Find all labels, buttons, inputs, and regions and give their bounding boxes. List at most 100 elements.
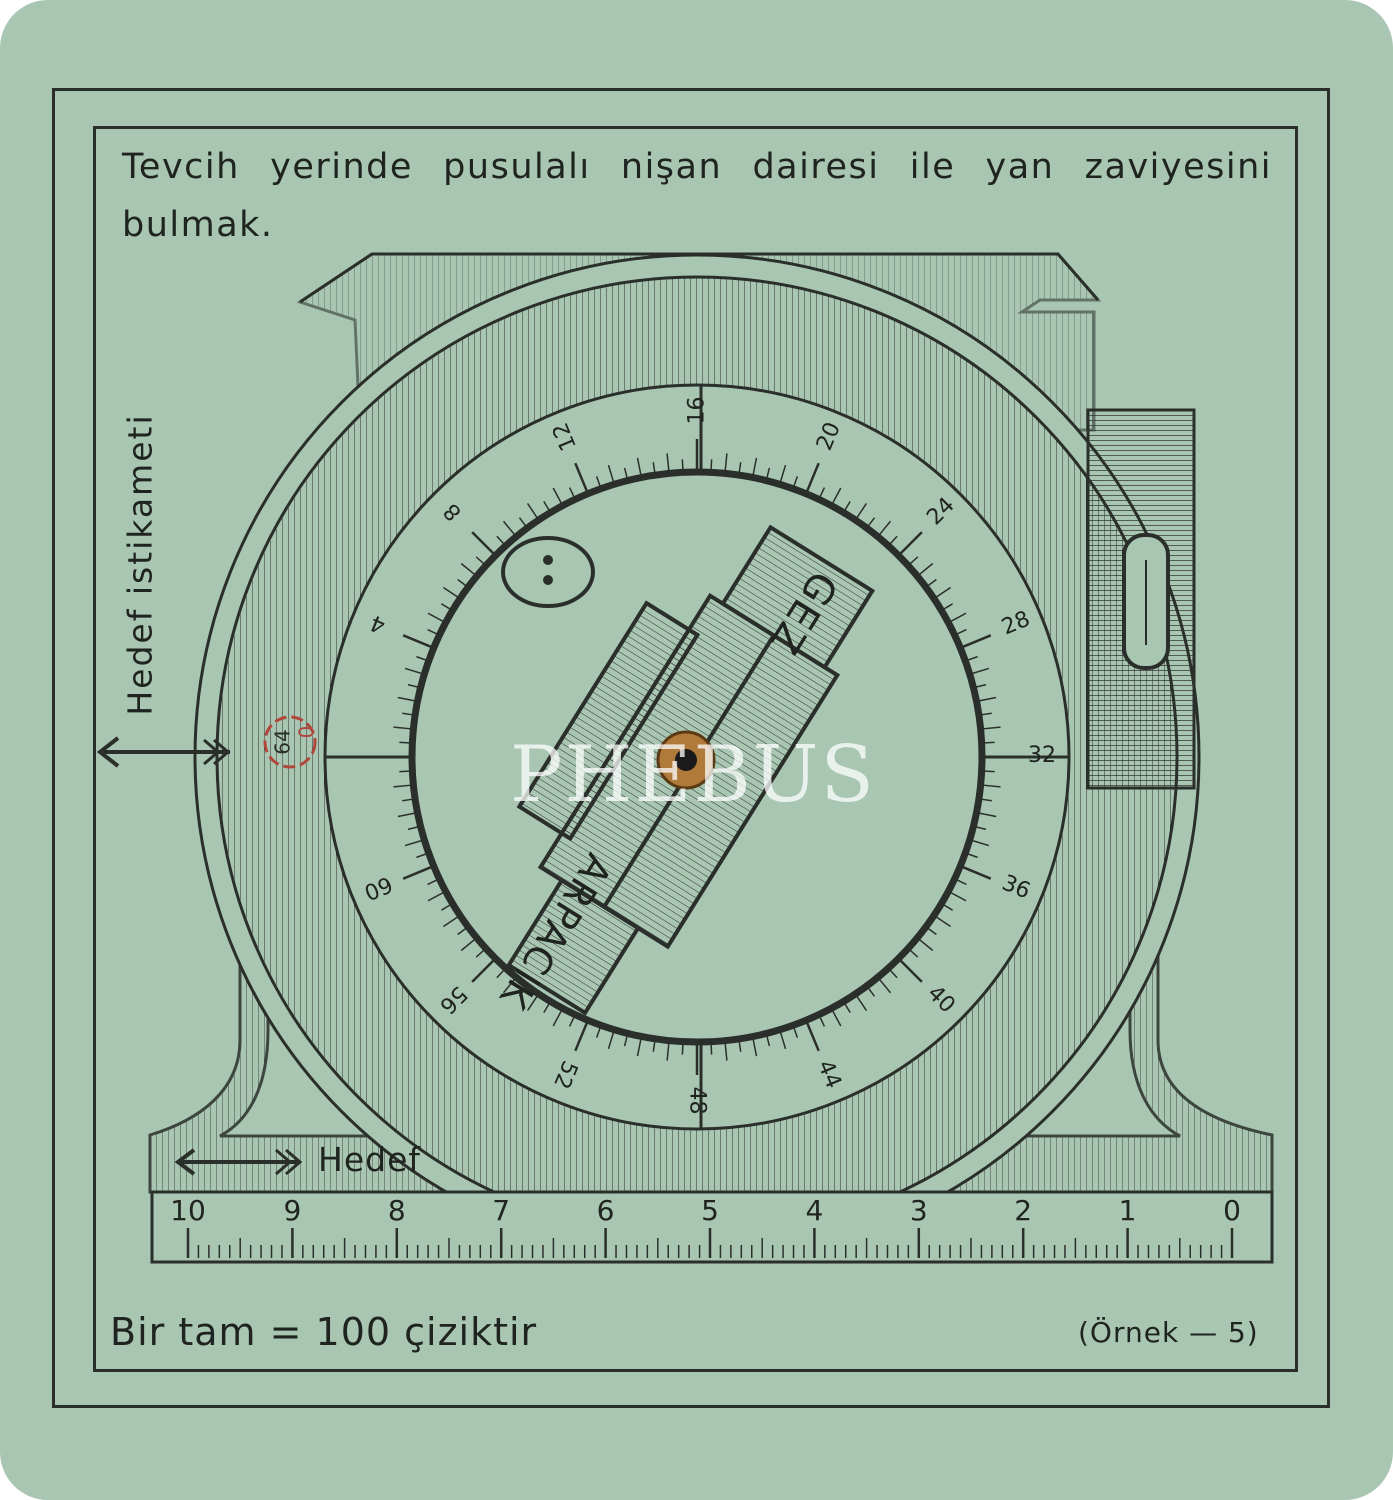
dial-tick [471, 531, 497, 557]
red-mark-bottom: 64 [270, 729, 295, 755]
dial-tick [854, 993, 868, 1012]
ruler [150, 1190, 1274, 1264]
dial-tick [404, 839, 425, 847]
dial-tick [916, 562, 934, 577]
dial-tick [792, 1025, 799, 1038]
dial-tick [965, 852, 978, 859]
dial-tick [441, 902, 453, 911]
dial-tick [965, 655, 978, 662]
dial-tick [402, 634, 435, 650]
dial-tick [738, 462, 742, 476]
dial-tick [681, 1041, 684, 1055]
dial-tick [636, 457, 643, 478]
dial-tick [980, 784, 1001, 788]
dial-tick [543, 501, 552, 513]
ruler-number: 4 [805, 1194, 824, 1227]
dial-tick [887, 967, 898, 979]
dial-tick [399, 770, 413, 773]
dial-tick [973, 683, 987, 689]
dial-tick [976, 696, 997, 703]
dial-tick [471, 957, 497, 983]
dial-tick [502, 520, 517, 538]
dial-tick [457, 926, 469, 936]
card-title: Tevcih yerinde pusulalı nişan dairesi il… [122, 147, 1272, 245]
dial-tick [568, 1014, 576, 1027]
sight-instrument [506, 524, 876, 1016]
dial-tick [666, 453, 670, 474]
dial-tick [543, 1001, 552, 1013]
dial-tick [496, 967, 507, 979]
dial-tick [427, 628, 440, 636]
dial-tick [830, 1007, 842, 1027]
dial-tick [947, 612, 967, 624]
dial-tick [407, 683, 421, 689]
dial-tick [402, 864, 435, 880]
inner-border [93, 126, 1298, 1372]
ruler-number: 6 [596, 1194, 615, 1227]
watermark: PHEBUS [510, 730, 876, 820]
dial-tick [442, 914, 461, 928]
dial-tick [623, 1033, 629, 1047]
dial-tick [877, 976, 892, 994]
ruler-number: 3 [909, 1194, 928, 1227]
dial-tick [407, 825, 421, 831]
dial-tick [427, 878, 440, 886]
dial-tick [830, 487, 842, 507]
dial-tick [854, 502, 868, 521]
dial-tick [393, 726, 414, 730]
dial-tick [981, 741, 995, 744]
dial-number: 48 [684, 1086, 710, 1115]
dial-tick [916, 937, 934, 952]
dial-tick [947, 890, 967, 902]
dial-tick [969, 667, 990, 675]
dial-tick [502, 976, 517, 994]
dial-tick [897, 531, 923, 557]
dial-tick [765, 467, 771, 481]
dial-tick [496, 535, 507, 547]
dial-tick [976, 811, 997, 818]
instrument-body-2 [516, 600, 701, 842]
dial-tick [925, 926, 937, 936]
dial-tick [897, 957, 923, 983]
outer-border [52, 88, 1330, 1408]
dial-tick [710, 459, 713, 473]
dial-tick [441, 603, 453, 612]
dial-tick [518, 517, 528, 529]
dial-tick [925, 578, 937, 588]
dial-tick [804, 462, 820, 495]
dial-tick [636, 1036, 643, 1057]
dial-tick [941, 603, 953, 612]
eyepiece [506, 877, 641, 1016]
dial-tick [959, 864, 992, 880]
dial-tick [518, 985, 528, 997]
dial-tick [397, 696, 418, 703]
formula-text: Bir tam = 100 çiziktir [110, 1310, 538, 1354]
dial-tick [475, 556, 487, 567]
dial-tick [457, 578, 469, 588]
dial-tick [416, 852, 429, 859]
dial-tick [866, 985, 876, 997]
dial-tick [460, 937, 478, 952]
dial-tick [779, 464, 787, 485]
dial-tick [969, 839, 990, 847]
dial-tick [779, 1029, 787, 1050]
ruler-number: 5 [701, 1194, 719, 1227]
dial-tick [978, 712, 992, 716]
dial-tick [710, 1041, 713, 1055]
dial-tick [751, 1036, 758, 1057]
dial-tick [393, 784, 414, 788]
ruler-number: 8 [387, 1194, 406, 1227]
dial-tick [404, 667, 425, 675]
dial-tick [933, 914, 952, 928]
dial-tick [804, 1019, 820, 1052]
dial-tick [416, 655, 429, 662]
red-index-mark [263, 715, 317, 769]
dial-tick [907, 947, 919, 958]
dial-tick [623, 467, 629, 481]
dial-tick [724, 453, 728, 474]
dial-tick [765, 1033, 771, 1047]
red-mark-top: 0 [294, 725, 319, 739]
ruler-ticks [186, 1228, 1234, 1258]
dial-tick [941, 902, 953, 911]
dial-ticks [379, 439, 1015, 1075]
